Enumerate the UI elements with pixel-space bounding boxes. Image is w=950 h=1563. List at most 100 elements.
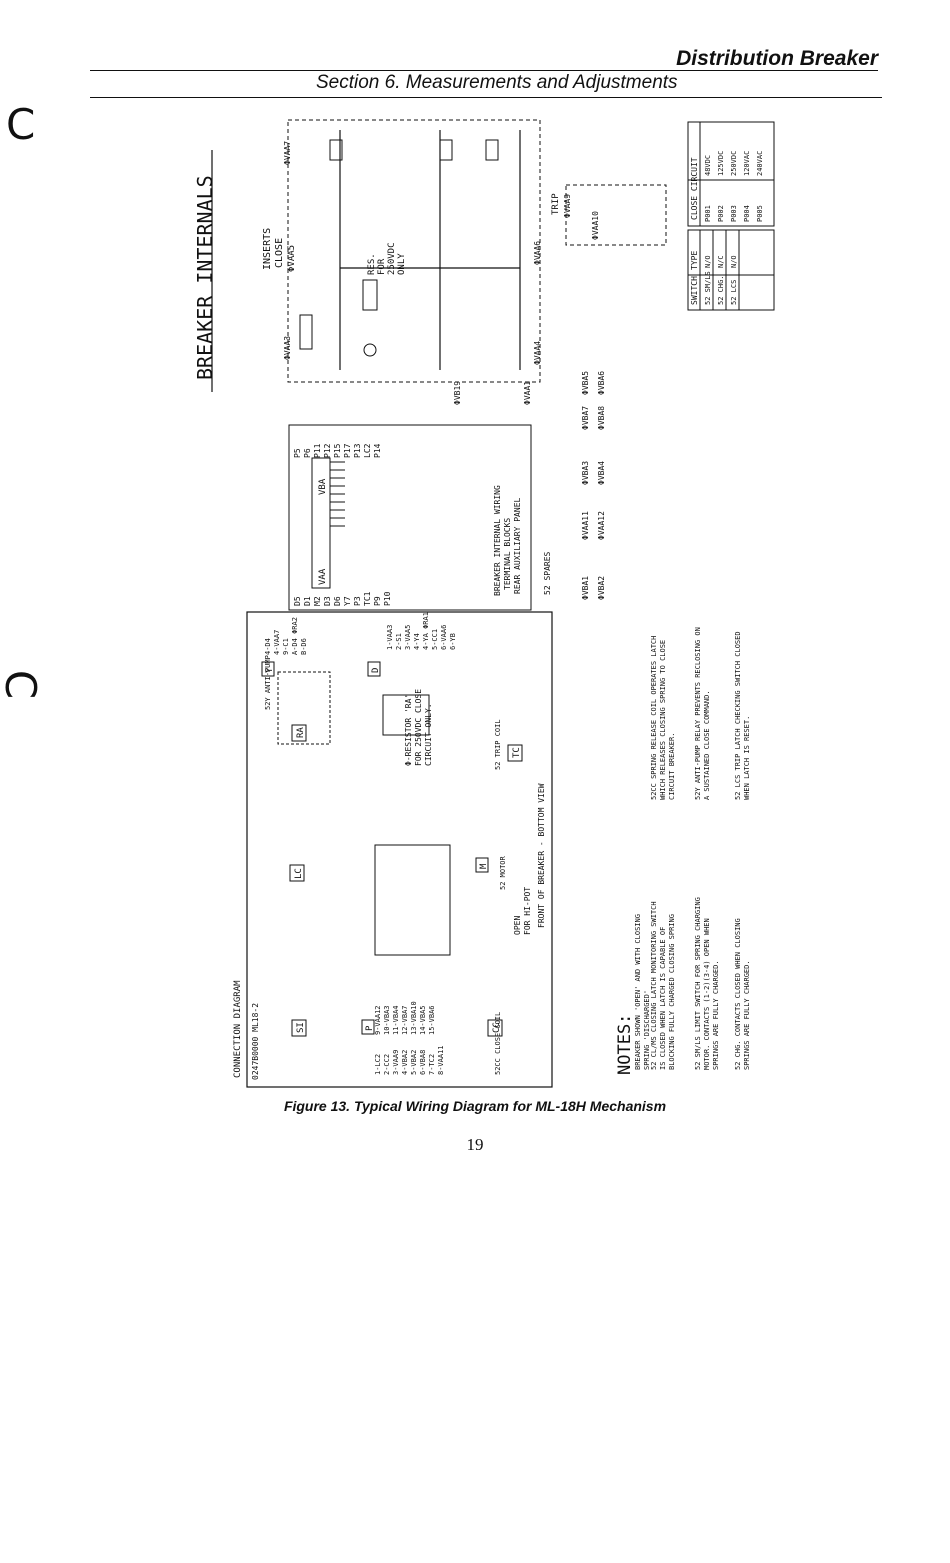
d-terminal-1: 1-VAA3 — [386, 625, 394, 650]
close-circuit-header: CLOSE CIRCUIT — [690, 157, 699, 220]
p-terminal-6: 6-VBA8 — [419, 1050, 427, 1075]
node-label-18: ΦVBA6 — [597, 371, 606, 395]
inserts-vaa5-label: ΦVAA5 — [287, 245, 297, 272]
note-5-line-3: CIRCUIT BREAKER. — [668, 733, 676, 800]
y-block-label: Y — [265, 667, 275, 673]
res-label-1: RES. — [367, 253, 377, 275]
note-7-line-1: 52 LCS TRIP LATCH CHECKING SWITCH CLOSED — [734, 631, 742, 800]
cc-box-top — [485, 139, 499, 161]
close-circuit-row-2-code: P002 — [717, 205, 725, 222]
vaa-terminal-label-4: D3 — [323, 596, 332, 606]
node-label-6: ΦVAA1 — [523, 381, 532, 405]
p-terminal-14: 14-VBA5 — [419, 1005, 427, 1035]
p-terminal-7: 7-TC2 — [428, 1054, 436, 1075]
close-circuit-row-5-code: P005 — [756, 205, 764, 222]
y-terminal-1: 4-D4 — [264, 638, 272, 655]
d-terminal-3: 3-VAA5 — [404, 625, 412, 650]
close-circuit-row-1-voltage: 48VDC — [704, 155, 712, 176]
breaker-internals-title: BREAKER INTERNALS — [193, 175, 217, 380]
terminal-strip-panel — [288, 424, 532, 611]
vba-terminal-label-4: P12 — [323, 443, 332, 458]
hipot-label-1: OPEN — [513, 916, 522, 935]
switch-row-1-type: N/O — [704, 255, 712, 268]
d-terminal-7: 6-VAA6 — [440, 625, 448, 650]
note-3-line-1: 52 SM/LS LIMIT SWITCH FOR SPRING CHARGIN… — [694, 897, 702, 1070]
switch-row-3-type: N/O — [730, 255, 738, 268]
vaa-terminal-label-6: Y7 — [343, 596, 352, 606]
connection-diagram-frame — [246, 611, 553, 1088]
close-circuit-row-3-code: P003 — [730, 205, 738, 222]
section-heading: Section 6. Measurements and Adjustments — [316, 72, 678, 93]
ra-block-label: RA — [296, 727, 306, 738]
resistor-note-3: CIRCUIT ONLY. — [424, 703, 433, 766]
vaa-terminal-label-3: M2 — [313, 596, 322, 606]
note-2-line-1: 52 CL/MS CLOSING LATCH MONITORING SWITCH — [650, 901, 658, 1070]
m-block-label: M — [479, 863, 489, 869]
node-label-7: ΦVAA9 — [563, 194, 572, 218]
node-label-14: ΦVBA4 — [597, 461, 606, 485]
node-label-11: ΦVAA11 — [581, 511, 590, 540]
vaa-terminal-label-7: P3 — [353, 596, 362, 606]
terminal-caption-1: BREAKER INTERNAL WIRING — [493, 485, 502, 596]
close-circuit-row-1-code: P001 — [704, 205, 712, 222]
cl-ms-switch-box — [299, 314, 313, 350]
node-label-13: ΦVBA3 — [581, 461, 590, 485]
node-label-12: ΦVAA12 — [597, 511, 606, 540]
vaa-header: VAA — [318, 568, 328, 585]
switch-header: SWITCH — [690, 276, 699, 305]
hipot-label-2: FOR HI-POT — [523, 887, 532, 935]
y-relay-box — [329, 139, 343, 161]
vba-terminal-label-5: P15 — [333, 443, 342, 458]
node-label-16: ΦVBA8 — [597, 406, 606, 430]
tc-block-label: TC — [512, 747, 522, 758]
vaa-terminal-label-1: D5 — [293, 596, 302, 606]
y-terminal-5: B-D6 — [300, 638, 308, 655]
note-6-line-2: A SUSTAINED CLOSE COMMAND. — [703, 690, 711, 800]
node-label-4: ΦVAA4 — [533, 341, 542, 365]
node-label-15: ΦVBA7 — [581, 406, 590, 430]
y-terminal-2: 4-VAA7 — [273, 630, 281, 655]
close-circuit-row-5-voltage: 240VAC — [756, 151, 764, 176]
vba-header: VBA — [318, 478, 328, 495]
res-label-3: 250VDC — [387, 242, 397, 275]
close-circuit-row-2-voltage: 125VDC — [717, 151, 725, 176]
binding-mark-top: C — [6, 100, 36, 149]
figure-caption: Figure 13. Typical Wiring Diagram for ML… — [283, 1098, 667, 1114]
close-circuit-row-3-voltage: 250VDC — [730, 151, 738, 176]
p-terminal-10: 10-VBA3 — [383, 1005, 391, 1035]
inserts-label: INSERTS — [262, 228, 273, 270]
terminal-caption-2: TERMINAL BLOCKS — [503, 518, 512, 590]
d-terminal-6: 5-CC1 — [431, 629, 439, 650]
resistor-note-1: Φ-RESISTOR 'RA' — [404, 694, 413, 766]
notes-title: NOTES: — [615, 1014, 635, 1075]
note-6-line-1: 52Y ANTI-PUMP RELAY PREVENTS RECLOSING O… — [694, 627, 702, 800]
node-label-8: ΦVAA10 — [591, 211, 600, 240]
spares-label: 52 SPARES — [543, 551, 552, 595]
p-terminal-12: 12-VBA7 — [401, 1005, 409, 1035]
res-label-4: ONLY — [397, 253, 407, 275]
vba-terminal-label-3: P11 — [313, 443, 322, 458]
node-label-10: ΦVBA2 — [597, 576, 606, 600]
vba-terminal-label-6: P17 — [343, 443, 352, 458]
close-circuit-row-4-code: P004 — [743, 205, 751, 222]
switch-row-3-name: 52 LCS — [730, 280, 738, 305]
note-1-line-1: BREAKER SHOWN 'OPEN' AND WITH CLOSING — [634, 914, 642, 1070]
vaa-terminal-label-9: P9 — [373, 596, 382, 606]
section-rule — [90, 97, 882, 98]
d-block-label: D — [371, 668, 381, 673]
res-label-2: FOR — [377, 258, 387, 275]
switch-row-1-name: 52 SM/LS — [704, 271, 712, 305]
switch-row-2-type: N/C — [717, 255, 725, 268]
switch-row-2-name: 52 CHG. — [717, 275, 725, 305]
vaa-terminal-label-2: D1 — [303, 596, 312, 606]
vba-terminal-label-1: P5 — [293, 448, 302, 458]
node-label-2: ΦVAA3 — [283, 336, 292, 360]
note-5-line-1: 52CC SPRING RELEASE COIL OPERATES LATCH — [650, 636, 658, 800]
note-4-line-2: SPRINGS ARE FULLY CHARGED. — [743, 960, 751, 1070]
p-terminal-1: 1-LC2 — [374, 1054, 382, 1075]
